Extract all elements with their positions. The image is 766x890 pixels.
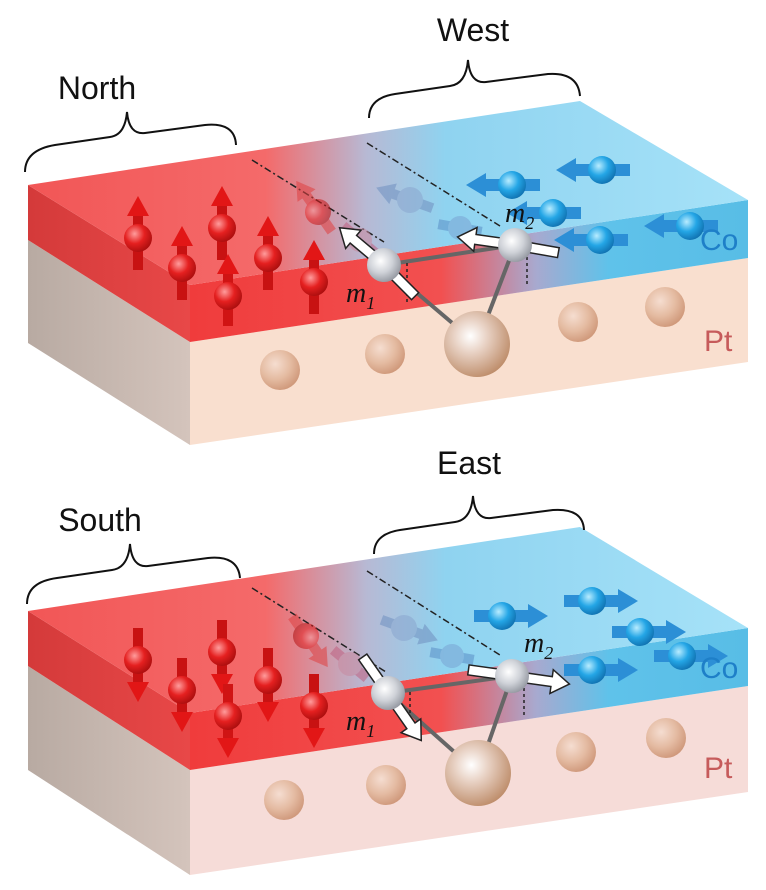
label-m2: m2 — [505, 198, 534, 233]
label-pt: Pt — [704, 752, 733, 785]
label-m2: m2 — [524, 628, 553, 663]
pt-atom — [556, 732, 596, 772]
co-left-face — [28, 185, 190, 342]
atom-m2 — [498, 228, 532, 262]
blue-spins-left — [466, 156, 718, 254]
label-pt: Pt — [704, 325, 733, 358]
atom-m1 — [371, 676, 405, 710]
label-m1: m1 — [346, 278, 375, 313]
blue-spins-right — [474, 587, 728, 684]
pt-left-face — [28, 240, 190, 445]
panel-south-east: South East Co Pt m1 m2 — [26, 445, 748, 875]
red-spins-up — [124, 186, 328, 326]
dmi-triangle — [338, 226, 561, 377]
atom-m2 — [495, 659, 529, 693]
co-front-face — [190, 628, 748, 770]
co-left-face — [28, 611, 190, 770]
brace-right — [368, 59, 581, 119]
domain-wall-line — [366, 570, 501, 656]
panel-north-west: North West Co Pt m1 m2 — [24, 12, 748, 445]
label-south: South — [58, 502, 142, 538]
red-spins-down — [124, 620, 328, 758]
pt-atom — [365, 334, 405, 374]
pt-atom — [264, 780, 304, 820]
label-north: North — [58, 70, 136, 106]
pt-atom — [646, 718, 686, 758]
heavy-pt-atom — [445, 740, 511, 806]
wall-spins — [288, 613, 475, 682]
heavy-pt-atom — [444, 311, 510, 377]
label-west: West — [437, 12, 509, 48]
domain-wall-line — [366, 142, 501, 227]
label-east: East — [437, 445, 501, 481]
pt-atom — [260, 350, 300, 390]
pt-atom — [558, 302, 598, 342]
pt-left-face — [28, 666, 190, 875]
label-m1: m1 — [346, 706, 375, 741]
brace-right — [373, 495, 585, 555]
pt-atom — [645, 287, 685, 327]
label-co: Co — [700, 652, 738, 685]
brace-left — [26, 543, 241, 605]
atom-m1 — [367, 248, 401, 282]
pt-atom — [366, 765, 406, 805]
label-co: Co — [700, 224, 738, 257]
brace-left — [24, 111, 237, 173]
dmi-triangle — [357, 653, 571, 806]
